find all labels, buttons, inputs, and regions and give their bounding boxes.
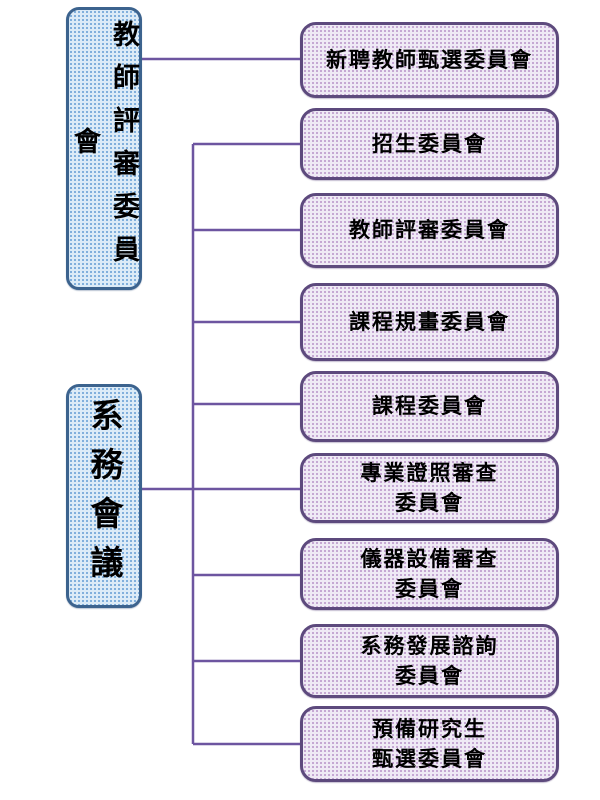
committee-label: 儀器設備審查 委員會 [360,546,499,601]
committee-label: 課程規畫委員會 [349,309,510,334]
parent-node-teacher-evaluation: 教師評審委員會 [66,7,142,290]
parent-node-label: 系務會議 [85,398,124,594]
committee-node-curriculum-planning: 課程規畫委員會 [300,283,559,361]
committee-label: 課程委員會 [372,394,487,419]
committee-label: 專業證照審查 委員會 [360,460,499,515]
parent-node-department-meeting: 系務會議 [66,384,142,608]
committee-label: 教師評審委員會 [349,218,510,243]
committee-label: 招生委員會 [372,131,487,156]
committee-label: 新聘教師甄選委員會 [326,47,533,72]
committee-node-admissions: 招生委員會 [300,108,559,180]
committee-node-instrument-equipment-review: 儀器設備審查 委員會 [300,538,559,610]
committee-node-teacher-evaluation: 教師評審委員會 [300,193,559,268]
committee-node-new-teacher-selection: 新聘教師甄選委員會 [300,22,559,98]
committee-node-professional-certification-review: 專業證照審查 委員會 [300,453,559,523]
parent-node-label: 教師評審委員會 [69,19,139,278]
committee-node-development-advisory: 系務發展諮詢 委員會 [300,624,559,698]
committee-node-curriculum: 課程委員會 [300,371,559,442]
committee-label: 預備研究生 甄選委員會 [372,716,487,771]
committee-node-prospective-graduate-selection: 預備研究生 甄選委員會 [300,706,559,782]
committee-label: 系務發展諮詢 委員會 [360,633,499,688]
